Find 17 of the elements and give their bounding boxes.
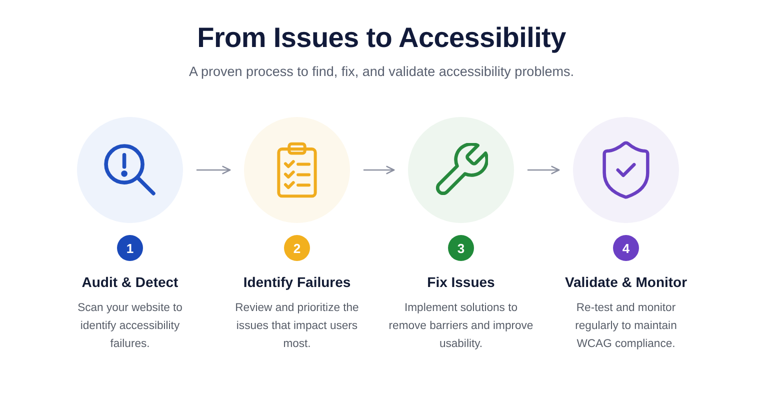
step-title: Validate & Monitor: [564, 273, 688, 292]
diagram-title: From Issues to Accessibility: [197, 21, 566, 55]
step-number-badge: 2: [284, 235, 310, 261]
step-number-badge: 3: [448, 235, 474, 261]
arrow: [363, 166, 395, 174]
arrow: [196, 166, 231, 174]
step-description: Re-test and monitor regularly to maintain WCAG compliance.: [574, 301, 678, 352]
subtitle: A proven process to find, fix, and validate accessibility problems.: [189, 63, 574, 81]
step-title: Audit & Detect: [82, 273, 178, 292]
step-description: Implement solutions to remove barriers and improve usability.: [388, 301, 534, 352]
arrow: [527, 166, 560, 174]
step-title: Identify Failures: [243, 273, 351, 292]
step-description: Review and prioritize the issues that impact users most.: [234, 301, 360, 352]
step-number-badge: 1: [117, 235, 143, 261]
step-description: Scan your website to identify accessibility failures.: [76, 301, 184, 352]
step-number-badge: 4: [613, 235, 639, 261]
step-title: Fix Issues: [427, 273, 495, 292]
